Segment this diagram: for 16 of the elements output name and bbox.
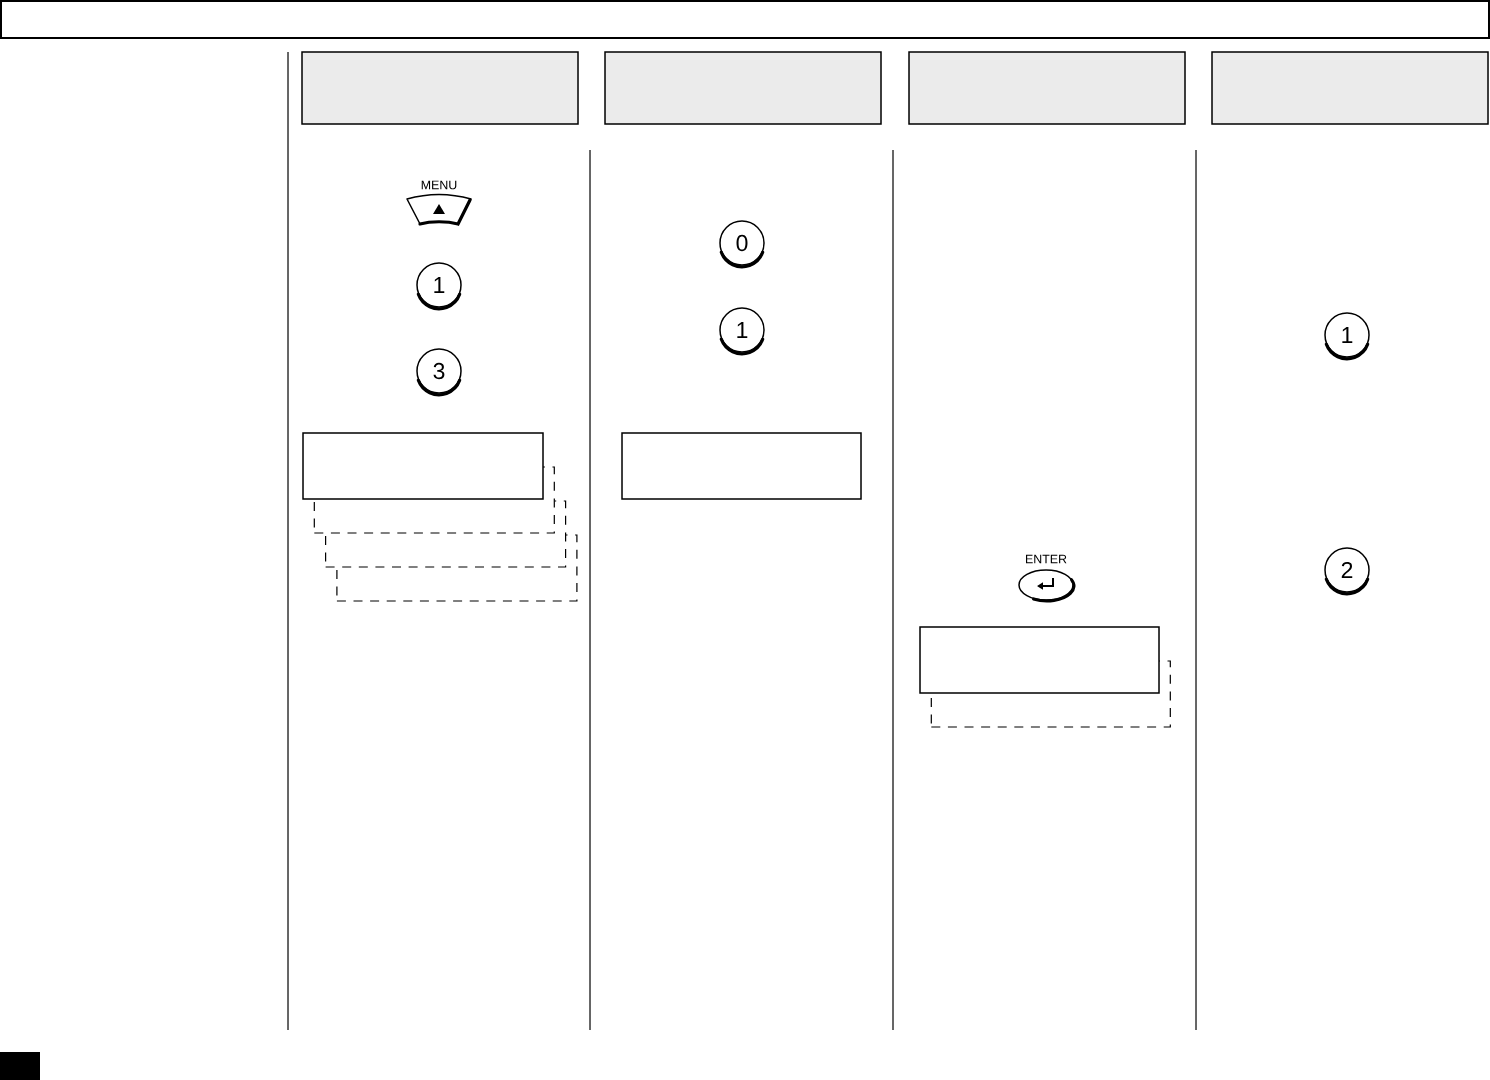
display-screen bbox=[302, 432, 544, 500]
header-box bbox=[908, 51, 1186, 125]
key-caption: MENU bbox=[421, 180, 457, 190]
header-box bbox=[1211, 51, 1489, 125]
title-bar bbox=[0, 0, 1490, 39]
number-key: 0 bbox=[719, 220, 765, 269]
display-screen bbox=[919, 626, 1160, 694]
header-box bbox=[604, 51, 882, 125]
number-key: 3 bbox=[416, 348, 462, 397]
number-key: 1 bbox=[719, 307, 765, 356]
display-screen bbox=[621, 432, 862, 500]
number-key: 1 bbox=[1324, 312, 1370, 361]
header-box bbox=[301, 51, 579, 125]
number-key: 1 bbox=[416, 262, 462, 311]
key-caption: ENTER bbox=[1026, 554, 1067, 564]
number-key: 2 bbox=[1324, 547, 1370, 596]
